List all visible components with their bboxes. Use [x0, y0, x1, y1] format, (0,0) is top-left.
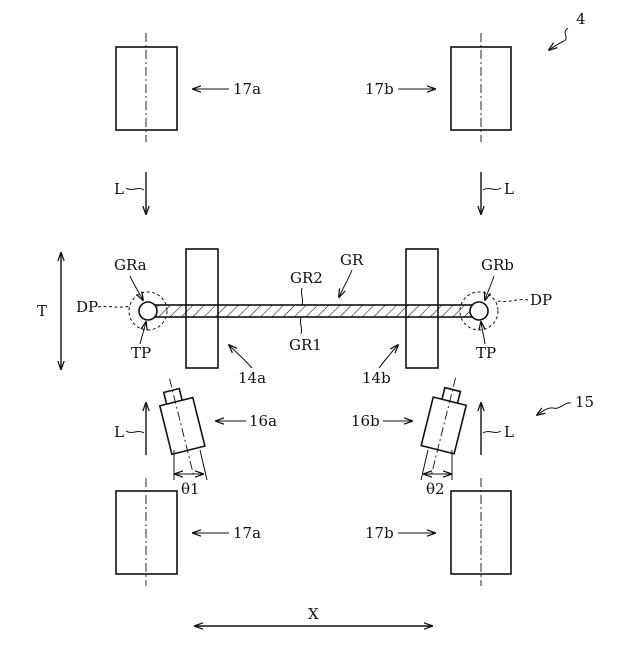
roller-top-right-label: 17b — [365, 80, 394, 98]
figure-number: 4 — [576, 10, 586, 28]
pinch-roll-left-label: 14a — [238, 369, 266, 387]
assembly-leader — [537, 403, 571, 415]
tp-left-label: TP — [131, 344, 151, 362]
angle-left-label: θ1 — [181, 480, 200, 498]
rod-end-left-label: GRa — [114, 256, 147, 274]
thickness-label: T — [37, 302, 47, 320]
glass-rod-end-left — [139, 302, 157, 320]
rod-end-right-label: GRb — [481, 256, 514, 274]
dp-right-label: DP — [530, 291, 552, 309]
sensor-left-label: 16a — [249, 412, 277, 430]
glass-rod-leader — [339, 270, 352, 297]
roller-bottom-left-label: 17a — [233, 524, 261, 542]
pinch-roll-right-label: 14b — [362, 369, 391, 387]
dp-left-label: DP — [76, 298, 98, 316]
glass-rod-end-right — [470, 302, 488, 320]
glass-rod-bottom-surface-leader — [300, 317, 301, 334]
pinch-roll-right-leader — [379, 345, 398, 368]
direction-label-top-left: L — [114, 180, 124, 198]
roller-bottom-right-label: 17b — [365, 524, 394, 542]
angle-left-dimension — [174, 450, 207, 480]
glass-rod-top-surface-label: GR2 — [290, 269, 323, 287]
dp-right-leader — [498, 300, 528, 302]
roller-top-left — [116, 33, 177, 142]
direction-leader-top-left — [126, 188, 144, 190]
glass-rod — [148, 305, 479, 317]
tp-right-label: TP — [476, 344, 496, 362]
roller-top-right — [451, 33, 511, 142]
angle-right-dimension — [421, 450, 452, 480]
figure-number-leader — [549, 28, 568, 50]
roller-bottom-left — [116, 478, 177, 586]
sensor-right — [414, 374, 472, 481]
rod-end-right-leader — [485, 276, 494, 300]
dp-left-leader — [98, 306, 130, 307]
sensor-right-label: 16b — [351, 412, 380, 430]
direction-leader-bottom-left — [126, 431, 144, 433]
pinch-roll-left-leader — [229, 345, 252, 368]
glass-rod-bottom-surface-label: GR1 — [289, 336, 322, 354]
width-label: X — [308, 605, 319, 623]
tp-left-leader — [140, 322, 146, 344]
tp-right-leader — [481, 322, 485, 344]
angle-right-label: θ2 — [426, 480, 445, 498]
direction-label-bottom-right: L — [504, 423, 514, 441]
direction-leader-bottom-right — [483, 431, 501, 433]
glass-rod-label: GR — [340, 251, 364, 269]
roller-bottom-right — [451, 478, 511, 586]
assembly-label: 15 — [575, 393, 594, 411]
rod-end-left-leader — [130, 276, 143, 300]
roller-top-left-label: 17a — [233, 80, 261, 98]
glass-rod-top-surface-leader — [301, 288, 302, 305]
direction-leader-top-right — [483, 188, 501, 190]
direction-label-bottom-left: L — [114, 423, 124, 441]
direction-label-top-right: L — [504, 180, 514, 198]
sensor-left — [154, 374, 212, 481]
